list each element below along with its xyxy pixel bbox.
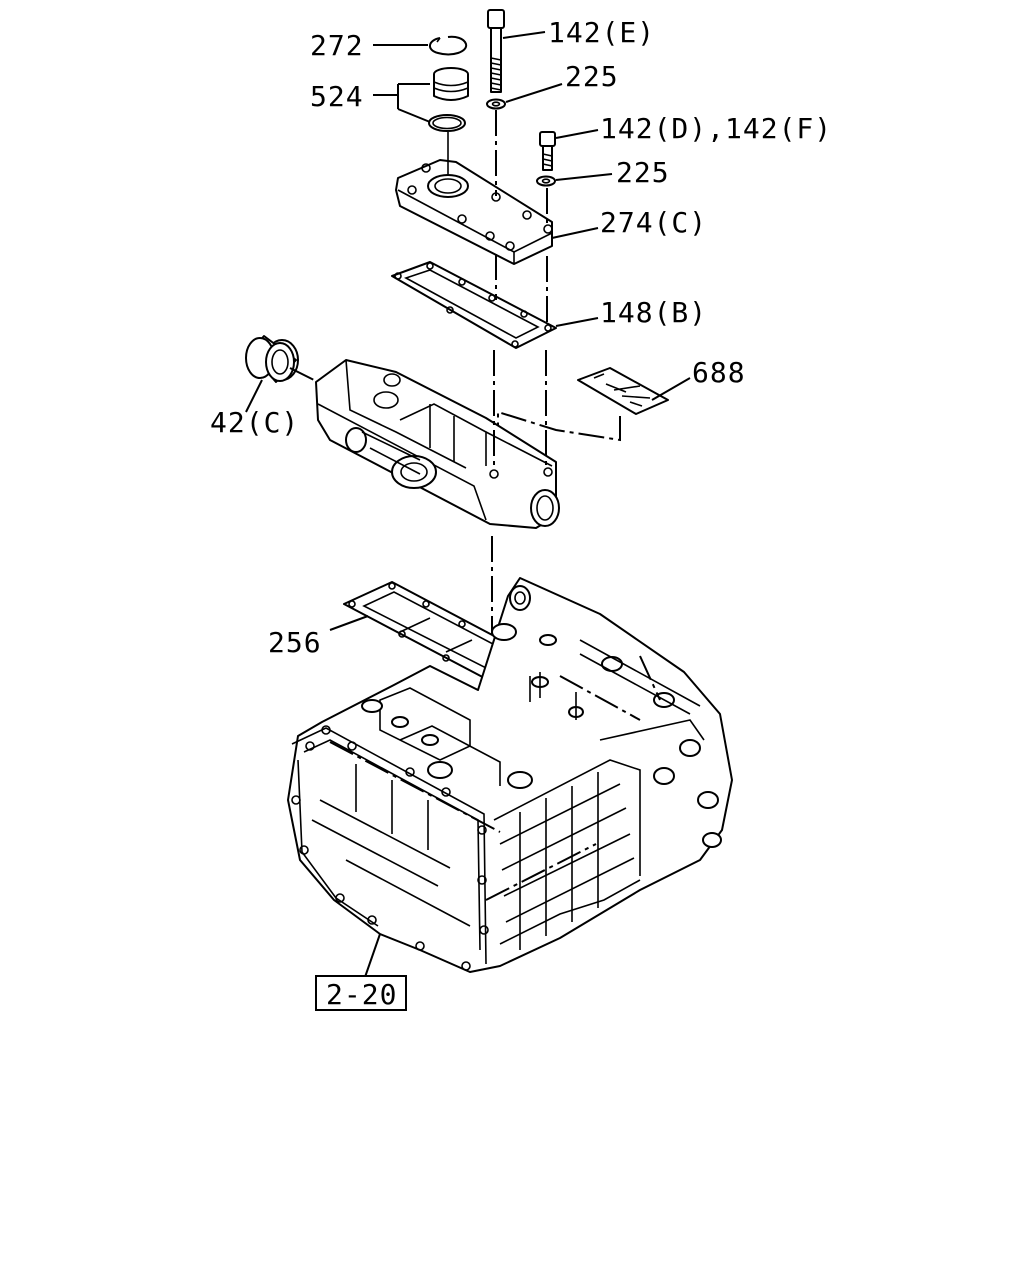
callout-256: 256	[268, 626, 322, 659]
reference-box-2-20	[315, 975, 407, 1011]
callout-225-lower: 225	[616, 156, 670, 189]
callout-148b: 148(B)	[600, 296, 707, 329]
callout-142e: 142(E)	[548, 16, 655, 49]
leader-256	[329, 615, 369, 631]
bushing-axis-line	[289, 367, 319, 383]
callout-142d-142f: 142(D),142(F)	[600, 112, 832, 145]
reference-label-2-20: 2-20	[326, 978, 397, 1011]
cover-part-274c	[395, 159, 553, 265]
leader-225-upper	[505, 83, 563, 103]
leader-688	[651, 377, 691, 401]
leader-274c	[551, 227, 599, 239]
callout-225-upper: 225	[565, 60, 619, 93]
leader-148b	[555, 317, 599, 327]
washer-part-225-upper	[486, 98, 506, 110]
washer-part-225-lower	[536, 175, 556, 187]
snap-ring-part-272	[429, 35, 468, 56]
transmission-case	[287, 577, 733, 973]
callout-42c: 42(C)	[210, 406, 299, 439]
leader-225-lower	[555, 173, 613, 181]
shift-housing	[315, 359, 560, 529]
long-bolt-part-142e	[487, 9, 505, 93]
leader-142d-142f	[555, 129, 599, 139]
leader-524	[373, 83, 431, 123]
alignment-line-right	[545, 188, 548, 470]
callout-274c: 274(C)	[600, 206, 707, 239]
short-bolt-part-142d-142f	[539, 131, 556, 171]
leader-42c	[245, 379, 263, 413]
callout-688: 688	[692, 356, 746, 389]
bushing-part-42c	[245, 335, 299, 383]
callout-524: 524	[310, 80, 364, 113]
leader-142e	[502, 31, 546, 39]
plug-part-524	[433, 67, 469, 101]
leader-2-20	[363, 933, 381, 981]
callout-272: 272	[310, 29, 364, 62]
gasket-part-148b	[391, 261, 557, 349]
o-ring-part-524	[428, 114, 466, 132]
alignment-line-left	[491, 110, 497, 820]
plate-part-688	[577, 367, 669, 415]
